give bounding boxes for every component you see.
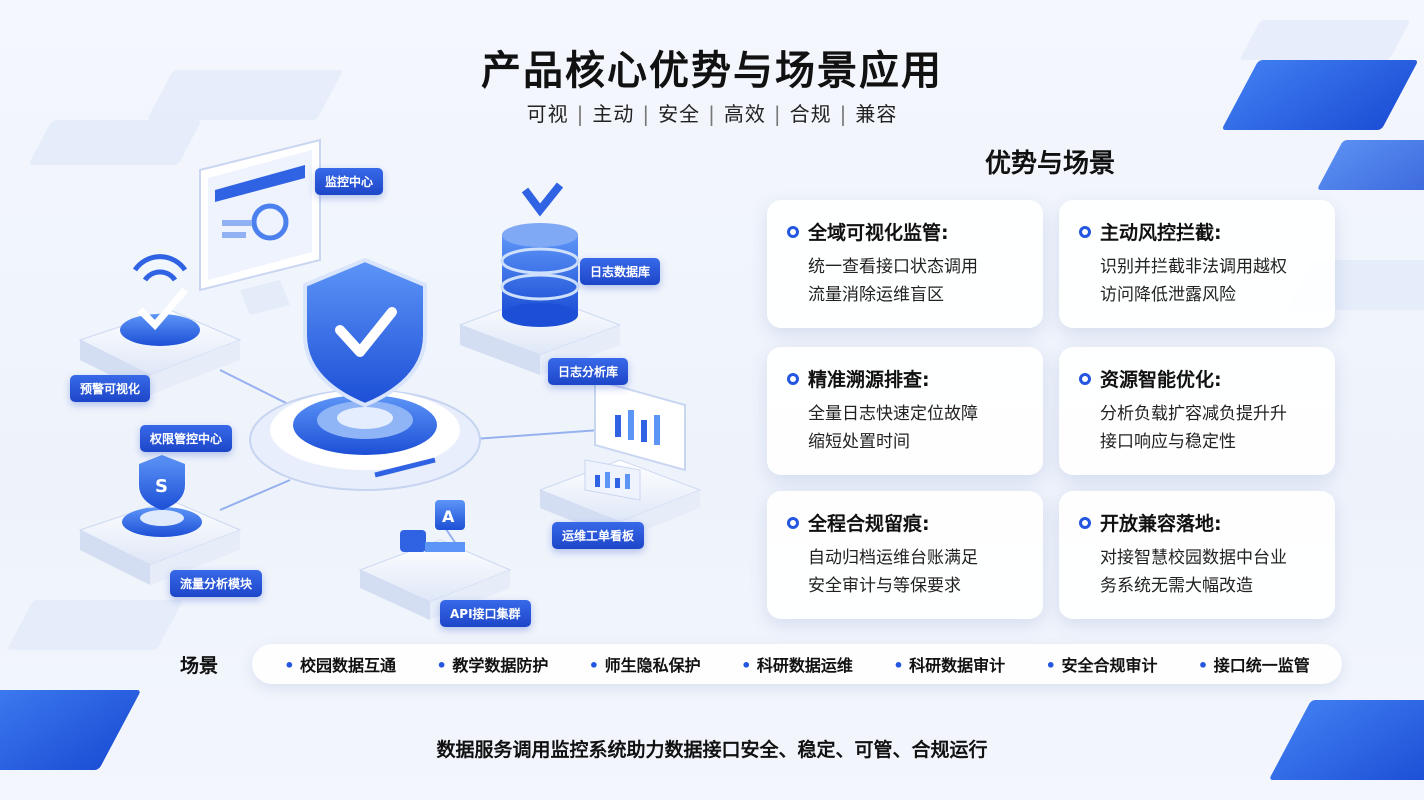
card-title: 全程合规留痕: (808, 513, 930, 535)
tag-alert: 预警可视化 (70, 375, 151, 402)
card-title: 主动风控拦截: (1100, 222, 1222, 244)
advantage-card: 全程合规留痕: 自动归档运维台账满足安全审计与等保要求 (767, 491, 1043, 619)
bullet-icon (787, 516, 799, 529)
scene-item: 科研数据审计 (893, 652, 1005, 676)
card-line: 安全审计与等保要求 (808, 576, 961, 596)
svg-text:A: A (442, 507, 455, 526)
card-line: 识别并拦截非法调用越权 (1100, 257, 1287, 277)
tag-traffic-module: 流量分析模块 (170, 570, 263, 597)
page-title: 产品核心优势与场景应用 (481, 48, 943, 94)
separator: | (773, 102, 782, 126)
separator: | (576, 102, 585, 126)
central-shield (249, 257, 481, 491)
card-title: 全域可视化监管: (808, 222, 949, 244)
alert-module (78, 254, 242, 395)
scene-item: 师生隐私保护 (589, 652, 701, 676)
card-line: 全量日志快速定位故障 (808, 404, 978, 424)
card-line: 接口响应与稳定性 (1100, 432, 1236, 452)
api-cluster: A (358, 500, 512, 620)
scene-item: 科研数据运维 (741, 652, 853, 676)
scene-bar: 校园数据互通 教学数据防护 师生隐私保护 科研数据运维 科研数据审计 安全合规审… (252, 644, 1342, 684)
tag-api-cluster: API接口集群 (440, 600, 531, 627)
footer-tagline: 数据服务调用监控系统助力数据接口安全、稳定、可管、合规运行 (436, 739, 988, 761)
advantage-card: 全域可视化监管: 统一查看接口状态调用流量消除运维盲区 (767, 200, 1043, 328)
keyword: 合规 (789, 102, 832, 126)
tag-monitor-center: 监控中心 (315, 168, 384, 195)
card-line: 分析负载扩容减负提升升 (1100, 404, 1287, 424)
keyword: 兼容 (855, 102, 898, 126)
card-line: 自动归档运维台账满足 (808, 548, 978, 568)
separator: | (708, 102, 716, 126)
card-line: 访问降低泄露风险 (1100, 285, 1236, 305)
bullet-icon (1079, 516, 1091, 529)
bullet-icon (787, 225, 799, 238)
keyword: 安全 (658, 102, 701, 126)
system-illustration: S A 监控中心 日志数据库 (40, 130, 760, 640)
scene-label: 场景 (180, 655, 219, 677)
card-line: 对接智慧校园数据中台业 (1100, 548, 1287, 568)
card-title: 资源智能优化: (1100, 369, 1222, 391)
scene-item: 教学数据防护 (437, 652, 548, 676)
card-title: 开放兼容落地: (1100, 513, 1222, 535)
log-database (458, 182, 622, 375)
separator: | (642, 102, 651, 126)
bullet-icon (787, 372, 799, 385)
keyword: 主动 (592, 102, 635, 126)
advantage-card: 资源智能优化: 分析负载扩容减负提升升接口响应与稳定性 (1059, 347, 1335, 475)
control-center: S (78, 455, 242, 585)
illustration-art: S A (78, 138, 702, 620)
tag-control-center: 权限管控中心 (140, 425, 233, 452)
svg-text:S: S (155, 476, 168, 497)
keyword-strip: 可视 | 主动 | 安全 | 高效 | 合规 | 兼容 (0, 98, 1424, 127)
separator: | (839, 102, 848, 126)
scene-item: 安全合规审计 (1046, 652, 1157, 676)
advantage-card: 开放兼容落地: 对接智慧校园数据中台业务系统无需大幅改造 (1059, 491, 1335, 619)
card-line: 务系统无需大幅改造 (1100, 576, 1253, 596)
keyword: 高效 (723, 102, 766, 126)
scene-item: 接口统一监管 (1198, 652, 1310, 676)
card-line: 统一查看接口状态调用 (808, 257, 978, 277)
ops-board (538, 378, 702, 540)
card-line: 流量消除运维盲区 (808, 285, 944, 305)
keyword: 可视 (526, 102, 569, 126)
tag-log-analysis: 日志分析库 (548, 358, 629, 385)
advantage-card: 精准溯源排查: 全量日志快速定位故障缩短处置时间 (767, 347, 1043, 475)
advantages-heading: 优势与场景 (985, 149, 1116, 179)
advantage-card: 主动风控拦截: 识别并拦截非法调用越权访问降低泄露风险 (1059, 200, 1335, 328)
tag-ops-board: 运维工单看板 (552, 522, 645, 549)
bullet-icon (1079, 372, 1091, 385)
card-line: 缩短处置时间 (808, 432, 910, 452)
monitor-center-screen (199, 138, 321, 315)
tag-log-database: 日志数据库 (580, 258, 661, 285)
card-title: 精准溯源排查: (808, 369, 930, 391)
scene-item: 校园数据互通 (284, 652, 396, 676)
bullet-icon (1079, 225, 1091, 238)
